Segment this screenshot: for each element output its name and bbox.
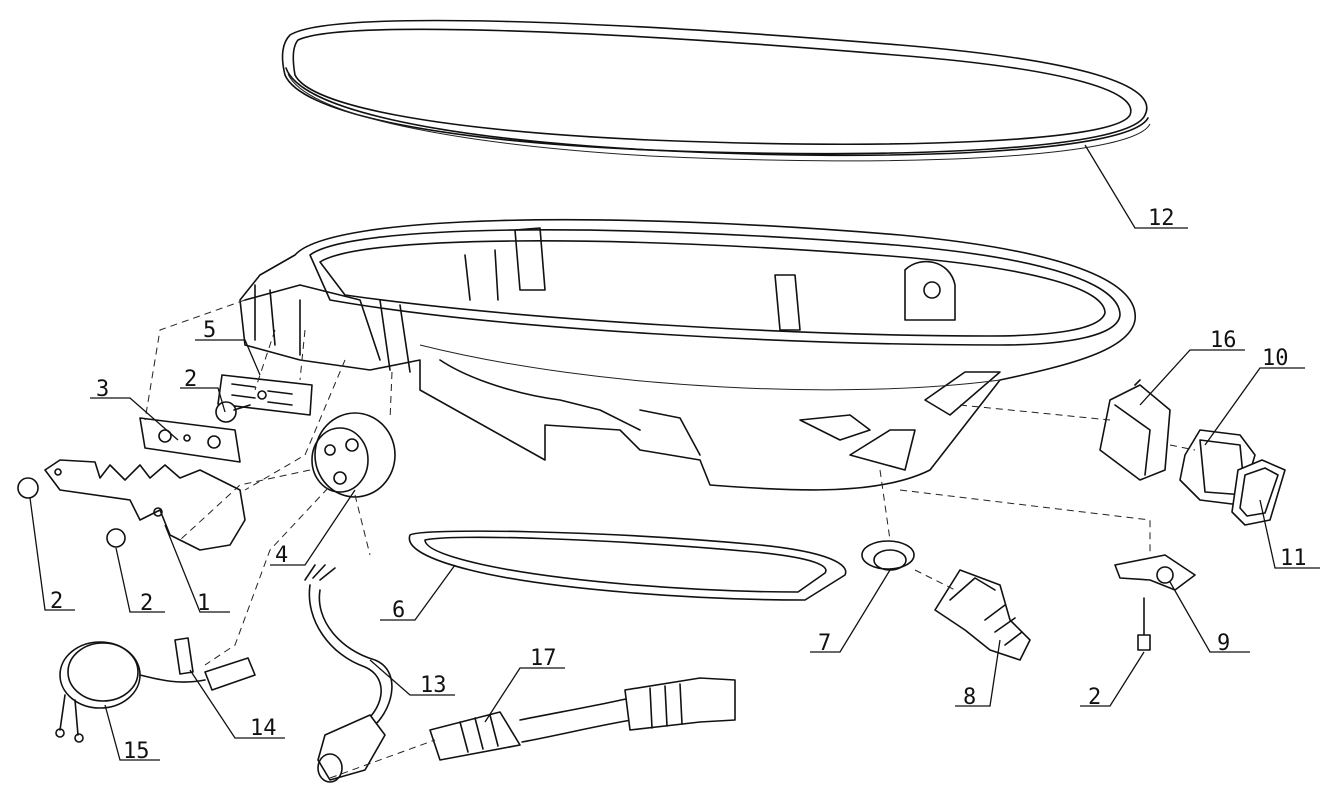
callout-leaders bbox=[29, 144, 1320, 761]
part-1-bracket bbox=[44, 459, 246, 551]
callout-4: 4 bbox=[275, 543, 288, 568]
callout-5: 5 bbox=[203, 318, 216, 343]
callout-2-bracket-left: 2 bbox=[50, 589, 63, 614]
callout-15: 15 bbox=[123, 739, 150, 764]
callout-13: 13 bbox=[420, 673, 447, 698]
part-3-block bbox=[139, 417, 241, 463]
part-13-cable bbox=[304, 564, 393, 783]
callout-6: 6 bbox=[392, 598, 405, 623]
callout-12: 12 bbox=[1148, 206, 1175, 231]
part-9-clip bbox=[1114, 554, 1196, 591]
callout-2-bracket-bottom: 2 bbox=[140, 591, 153, 616]
part-12-seal-ring bbox=[281, 19, 1151, 162]
part-15-wire bbox=[55, 641, 206, 743]
part-2-screw-c bbox=[106, 528, 126, 548]
part-7-grommet bbox=[861, 540, 915, 571]
assembly-lines bbox=[144, 299, 1196, 779]
part-14-sensor bbox=[174, 637, 256, 691]
callout-labels: 1 2 2 2 2 3 4 5 6 7 8 9 10 11 12 13 14 1… bbox=[50, 206, 1307, 764]
callout-1: 1 bbox=[197, 591, 210, 616]
callout-2-block: 2 bbox=[184, 367, 197, 392]
callout-3: 3 bbox=[96, 377, 109, 402]
part-6-gasket bbox=[408, 530, 847, 601]
callout-11: 11 bbox=[1280, 546, 1307, 571]
part-17-cable bbox=[429, 677, 736, 761]
part-2-screw-b bbox=[17, 477, 39, 499]
callout-8: 8 bbox=[963, 685, 976, 710]
main-housing bbox=[239, 218, 1136, 491]
part-11-gasket bbox=[1231, 459, 1286, 526]
callout-7: 7 bbox=[818, 631, 831, 656]
part-16-fitting bbox=[1099, 379, 1171, 481]
callout-16: 16 bbox=[1210, 328, 1237, 353]
part-4-grommet bbox=[311, 412, 396, 498]
callout-14: 14 bbox=[250, 716, 277, 741]
callout-2-clip: 2 bbox=[1088, 685, 1101, 710]
callout-9: 9 bbox=[1217, 631, 1230, 656]
callout-17: 17 bbox=[530, 646, 557, 671]
part-8-connector bbox=[934, 569, 1031, 661]
part-2-screw-d bbox=[1137, 597, 1151, 651]
callout-10: 10 bbox=[1262, 346, 1289, 371]
part-2-screw-a bbox=[215, 401, 251, 423]
